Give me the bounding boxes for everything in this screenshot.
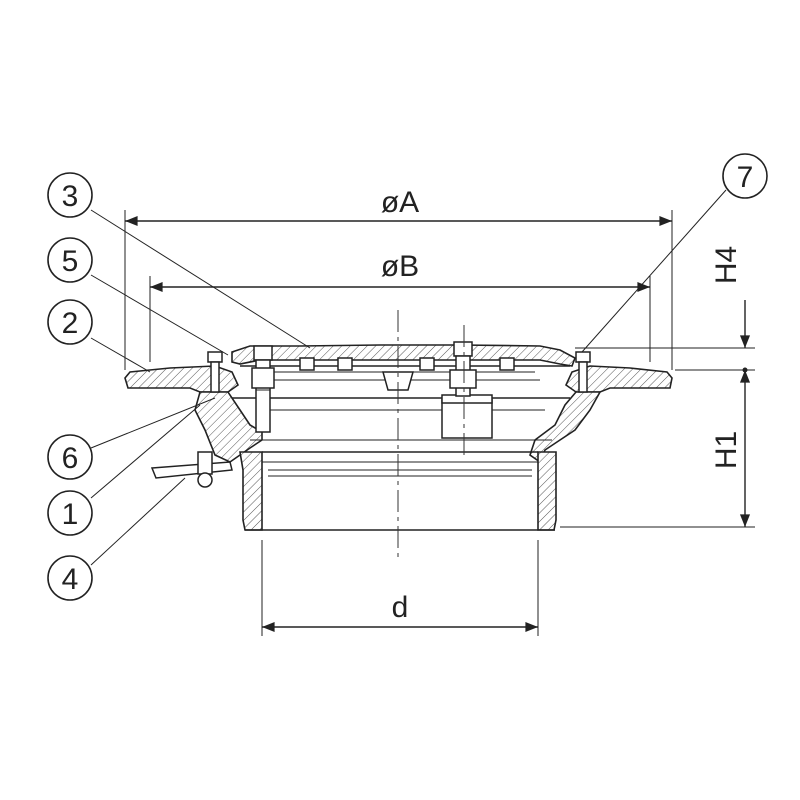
callout-2-label: 2 [62,307,79,340]
callout-leaders [90,189,727,566]
dimension-pipe-diameter-label: d [392,591,409,624]
dimension-pipe-diameter [261,540,539,636]
bolt-left [251,345,275,433]
side-bracket [150,451,233,488]
screw-left [207,351,223,393]
drain-body-section [124,365,673,531]
screw-right [575,351,591,393]
dimension-outer-diameter-label: øA [381,186,419,219]
bolt-right [449,341,477,397]
callout-1-label: 1 [62,498,79,531]
dimension-inner-diameter-label: øB [381,250,419,283]
callout-7-label: 7 [737,161,754,194]
callout-7: 7 [722,153,768,199]
callout-5-label: 5 [62,245,79,278]
callout-6-label: 6 [62,442,79,475]
callout-3: 3 [47,172,93,218]
dimension-heights [560,300,755,528]
callout-4: 4 [47,555,93,601]
callout-1: 1 [47,490,93,536]
callout-6: 6 [47,434,93,480]
callout-2: 2 [47,299,93,345]
grate-cover [231,344,576,391]
dimension-outer-diameter [124,210,673,370]
dimension-height-body-label: H1 [710,431,743,469]
callout-3-label: 3 [62,180,79,213]
callout-5: 5 [47,237,93,283]
callout-4-label: 4 [62,563,79,596]
dimension-height-top-label: H4 [710,246,743,284]
